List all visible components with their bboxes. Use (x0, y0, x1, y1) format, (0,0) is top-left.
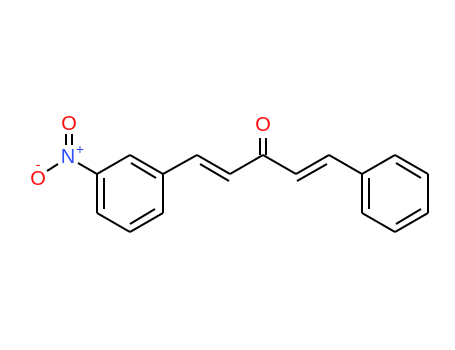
bond (46, 163, 59, 172)
bond (129, 154, 164, 175)
phenyl-ring (361, 154, 429, 233)
nitro-group: N + O O - (30, 113, 98, 190)
bond (395, 208, 422, 225)
nitro-nitrogen-charge: + (76, 141, 84, 157)
bond (199, 163, 230, 182)
bond (395, 162, 422, 179)
dienone-chain: O (162, 114, 363, 182)
bond (262, 154, 297, 175)
bond (328, 154, 363, 175)
bond (296, 163, 328, 182)
bond (96, 154, 131, 175)
bond (196, 154, 231, 175)
bond (162, 154, 198, 175)
nitro-oxygen-bottom-charge: - (36, 156, 41, 172)
nitro-nitrogen-label: N (61, 146, 75, 168)
bond (394, 212, 429, 233)
nitro-oxygen-top-label: O (61, 113, 77, 135)
bond (361, 154, 396, 175)
bond (96, 212, 131, 233)
bond (229, 154, 264, 175)
nitro-oxygen-bottom-label: O (30, 168, 46, 190)
bond (394, 154, 429, 175)
nitrophenyl-ring (96, 154, 164, 233)
bond (77, 162, 98, 175)
bond (129, 208, 156, 225)
carbonyl-oxygen-label: O (255, 114, 271, 136)
bond (130, 162, 157, 179)
bond (295, 154, 330, 175)
bond (361, 212, 396, 233)
bond (129, 212, 164, 233)
